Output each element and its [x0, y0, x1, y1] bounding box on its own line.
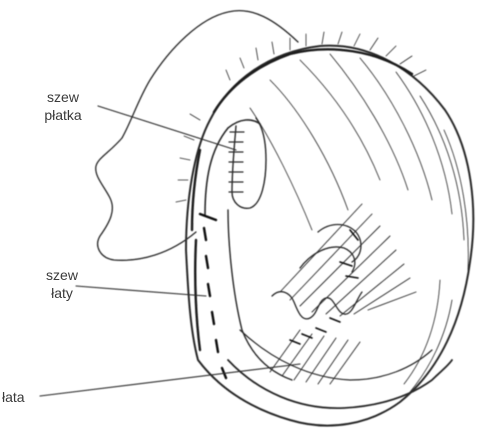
leader-patch: [40, 364, 300, 396]
leaflet-suture-stitches: [229, 132, 244, 192]
label-patch-suture-line2: łaty: [42, 284, 82, 302]
chordae-lines: [280, 204, 416, 316]
rim-hatching: [192, 49, 412, 350]
label-leaflet-suture-line1: szew: [34, 88, 92, 106]
label-leaflet-suture-line2: płatka: [34, 106, 92, 124]
retracted-leaflet-outline: [96, 11, 298, 261]
patch-inner-edge: [240, 330, 432, 380]
rim-ticks: [176, 32, 426, 202]
leader-patch-suture: [76, 286, 206, 296]
papillary-muscle-3: [318, 225, 361, 263]
papillary-stitches: [290, 230, 358, 344]
label-leaflet-suture: szew płatka: [34, 88, 92, 124]
leader-leaflet-suture: [98, 106, 236, 150]
label-patch-suture-line1: szew: [42, 266, 82, 284]
label-patch-suture: szew łaty: [42, 266, 82, 302]
papillary-muscle-1: [272, 292, 362, 319]
wall-striations: [250, 54, 468, 392]
label-patch: łata: [2, 388, 25, 406]
